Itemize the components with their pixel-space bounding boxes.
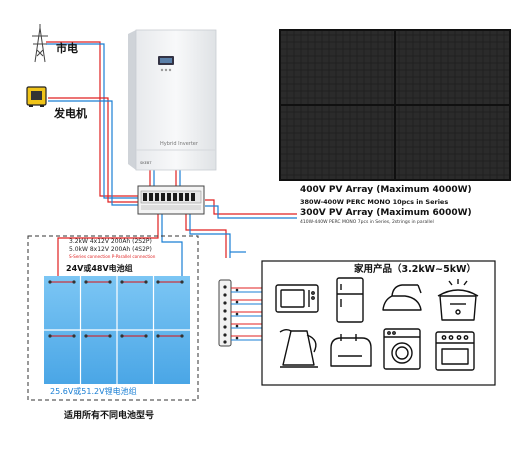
battery-bank [44,276,190,384]
pv-line-3: 300V PV Array (Maximum 6000W) [300,208,472,218]
wiring [46,41,297,283]
battery-spec-1: 3.2kW 4x12V 200Ah (2S2P) [69,238,152,245]
generator-icon [26,86,47,107]
pv-line-1: 400V PV Array (Maximum 4000W) [300,185,472,195]
hybrid-inverter [128,29,217,171]
toaster-icon [330,334,372,367]
battery-compat-label: 适用所有不同电池型号 [64,411,155,421]
inverter-name: Hybrid Inverter [160,141,198,147]
washing-machine-icon [383,328,421,370]
grid-label: 市电 [56,42,78,55]
pv-line-2: 380W-400W PERC MONO 10pcs in Series [300,198,449,206]
load-distributor [218,279,262,347]
pv-line-4: 410W-440W PERC MONO 7pcs in Series, 2str… [300,220,434,225]
lithium-bank-label: 25.6V或51.2V锂电池组 [50,387,137,396]
battery-dashed-box [27,235,199,401]
breaker-box [137,185,205,215]
solar-panel-4 [396,106,509,179]
refrigerator-icon [336,277,364,323]
inverter-brand: SKEBT [140,161,152,165]
battery-bank-label: 24V或48V电池组 [66,264,133,273]
power-tower-icon [32,24,48,63]
iron-icon [382,284,422,311]
home-products-title: 家用产品（3.2kW~5kW） [354,264,476,275]
solar-panel-1 [281,31,394,104]
battery-spec-3: S-Series connection P-Parallel connectio… [69,254,156,259]
rice-cooker-icon [437,279,479,321]
solar-panel-3 [281,106,394,179]
kettle-icon [279,329,318,368]
battery-spec-2: 5.0kW 8x12V 200Ah (4S2P) [69,246,152,253]
solar-panel-2 [396,31,509,104]
oven-icon [435,331,475,371]
solar-panel-array [279,29,511,181]
generator-label: 发电机 [54,107,87,120]
microwave-icon [275,284,319,313]
